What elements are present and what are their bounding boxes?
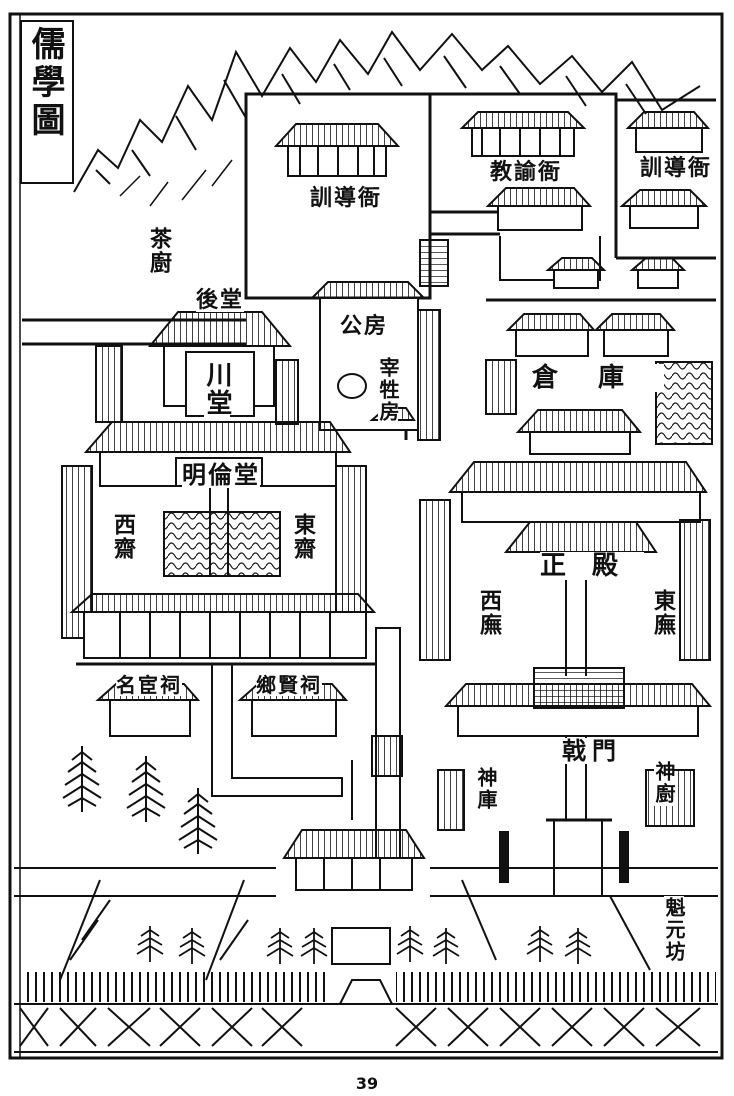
label-yi-fang: 宰牲房 <box>376 356 400 424</box>
front-gate <box>282 829 426 891</box>
label-gong-fang: 公房 <box>340 313 389 339</box>
building-jiaoyu <box>459 111 601 281</box>
granary <box>485 313 713 445</box>
main-hall <box>419 409 713 737</box>
title-cartouche <box>20 20 74 184</box>
label-minglun-tang: 明倫堂 <box>182 460 260 489</box>
label-hou-tang: 後堂 <box>196 287 245 313</box>
label-shen-ku: 神庫 <box>474 766 498 812</box>
label-xundao-left: 訓導衙 <box>310 185 383 211</box>
label-dong-wu: 東廡 <box>650 588 676 638</box>
gate-area <box>351 627 695 897</box>
building-xundao-left <box>273 123 401 177</box>
label-zhuangyuan-fang: 魁元坊 <box>662 896 686 964</box>
page-number: 39 <box>355 1074 379 1093</box>
label-mingyi-ci: 名宦祠 <box>116 673 182 697</box>
label-xiangxian-ci: 鄉賢祠 <box>256 673 322 697</box>
label-xi-zhai: 西齋 <box>110 512 136 562</box>
label-dong-zhai: 東齋 <box>290 512 316 562</box>
hou-tang <box>95 311 299 425</box>
label-shen-chu: 神廚 <box>652 760 676 806</box>
label-cang-ku: 倉庫 <box>532 363 665 393</box>
building-xundao-right <box>619 111 711 229</box>
map-title: 儒學圖 <box>25 26 65 140</box>
label-xundao-right: 訓導衙 <box>640 155 713 181</box>
mountain-range <box>73 30 701 207</box>
label-zheng-dian: 正殿 <box>540 551 645 581</box>
label-ci-lou: 茶廚 <box>146 226 172 276</box>
label-jiaoyu: 教諭衙 <box>490 159 563 185</box>
label-ji-men: 戟門 <box>562 736 622 765</box>
label-xi-wu: 西廡 <box>476 588 502 638</box>
label-chuan-tang: 川堂 <box>202 360 232 418</box>
